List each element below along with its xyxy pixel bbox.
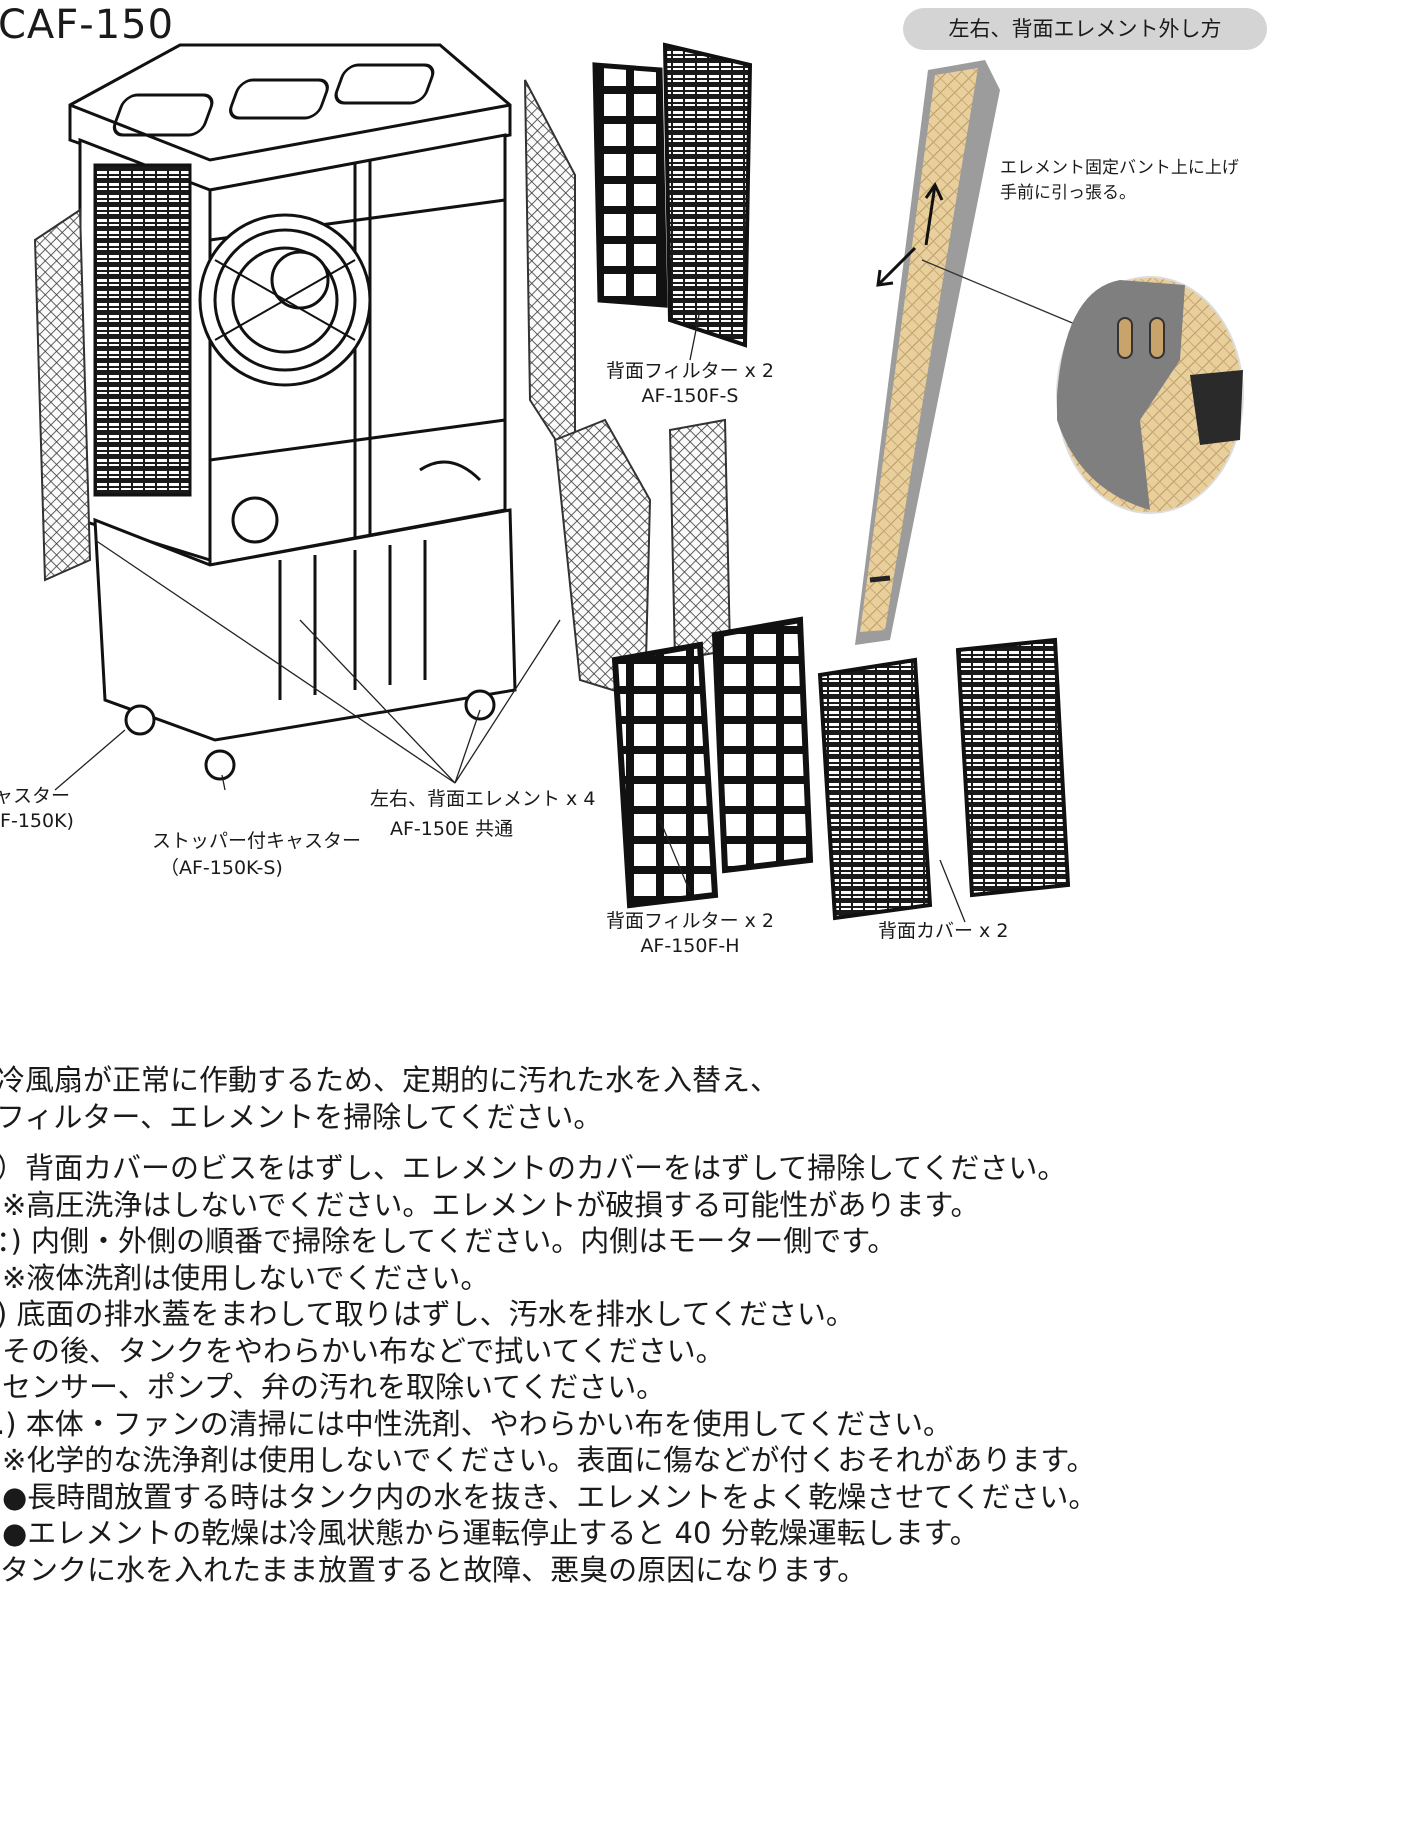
removal-note-line-1: エレメント固定バント上に上げ — [1000, 158, 1239, 178]
caster-name: ャスター — [0, 785, 71, 807]
side-element-left — [33, 208, 92, 582]
intro-line-2: フィルター、エレメントを掃除してください。 — [0, 1099, 603, 1134]
back-cover-drawing — [817, 637, 1071, 921]
cover-name: 背面カバー x 2 — [878, 920, 1009, 942]
step-line-4: ※液体洗剤は使用しないでください。 — [2, 1260, 490, 1295]
removal-section-title: 左右、背面エレメント外し方 — [903, 8, 1267, 50]
filter-h-code: AF-150F-H — [640, 935, 740, 957]
side-element-right — [524, 79, 576, 474]
element-panel-lower-a — [553, 418, 652, 702]
element-photo-strip — [855, 60, 1000, 645]
stopper-caster-code: （AF-150K-S) — [160, 857, 283, 879]
cooler-unit-drawing — [68, 43, 517, 781]
element-panel-lower-b — [668, 418, 732, 662]
removal-note-line-2: 手前に引っ張る。 — [1000, 183, 1136, 203]
element-name: 左右、背面エレメント x 4 — [370, 788, 596, 810]
back-filter-s-drawing — [592, 42, 753, 348]
note-line-3: タンクに水を入れたまま放置すると故障、悪臭の原因になります。 — [0, 1552, 867, 1587]
filter-h-name: 背面フィルター x 2 — [605, 910, 775, 932]
filter-s-name: 背面フィルター x 2 — [605, 360, 775, 382]
filter-s-code: AF-150F-S — [641, 385, 739, 407]
step-line-8: .) 本体・ファンの清掃には中性洗剤、やわらかい布を使用してください。 — [0, 1406, 953, 1441]
step-line-6: その後、タンクをやわらかい布などで拭いてください。 — [2, 1333, 725, 1368]
intro-line-1: 冷風扇が正常に作動するため、定期的に汚れた水を入替え、 — [0, 1063, 780, 1097]
element-code: AF-150E 共通 — [390, 818, 514, 840]
stopper-caster-name: ストッパー付キャスター — [152, 830, 362, 852]
maintenance-instructions: 冷風扇が正常に作動するため、定期的に汚れた水を入替え、 フィルター、エレメントを… — [0, 1062, 1176, 1588]
step-line-3: ：) 内側・外側の順番で掃除をしてください。内側はモーター側です。 — [0, 1224, 897, 1258]
step-line-2: ※高圧洗浄はしないでください。エレメントが破損する可能性があります。 — [2, 1187, 980, 1222]
note-line-2: ●エレメントの乾燥は冷風状態から運転停止すると 40 分乾燥運転します。 — [2, 1516, 979, 1550]
model-title: CAF-150 — [0, 2, 175, 48]
step-line-7: センサー、ポンプ、弁の汚れを取除いてください。 — [2, 1370, 666, 1404]
parts-illustration — [33, 42, 1244, 923]
back-filter-h-drawing — [611, 616, 814, 909]
step-line-1: ）背面カバーのビスをはずし、エレメントのカバーをはずして掃除してください。 — [0, 1151, 1067, 1185]
step-line-9: ※化学的な洗浄剤は使用しないでください。表面に傷などが付くおそれがあります。 — [2, 1443, 1096, 1477]
note-line-1: ●長時間放置する時はタンク内の水を抜き、エレメントをよく乾燥させてください。 — [2, 1479, 1098, 1514]
caster-code: .F-150K) — [0, 810, 74, 832]
direction-arrows — [876, 181, 944, 287]
step-line-5: ) 底面の排水蓋をまわして取りはずし、汚水を排水してください。 — [0, 1297, 855, 1331]
zoom-detail-circle — [921, 259, 1244, 514]
